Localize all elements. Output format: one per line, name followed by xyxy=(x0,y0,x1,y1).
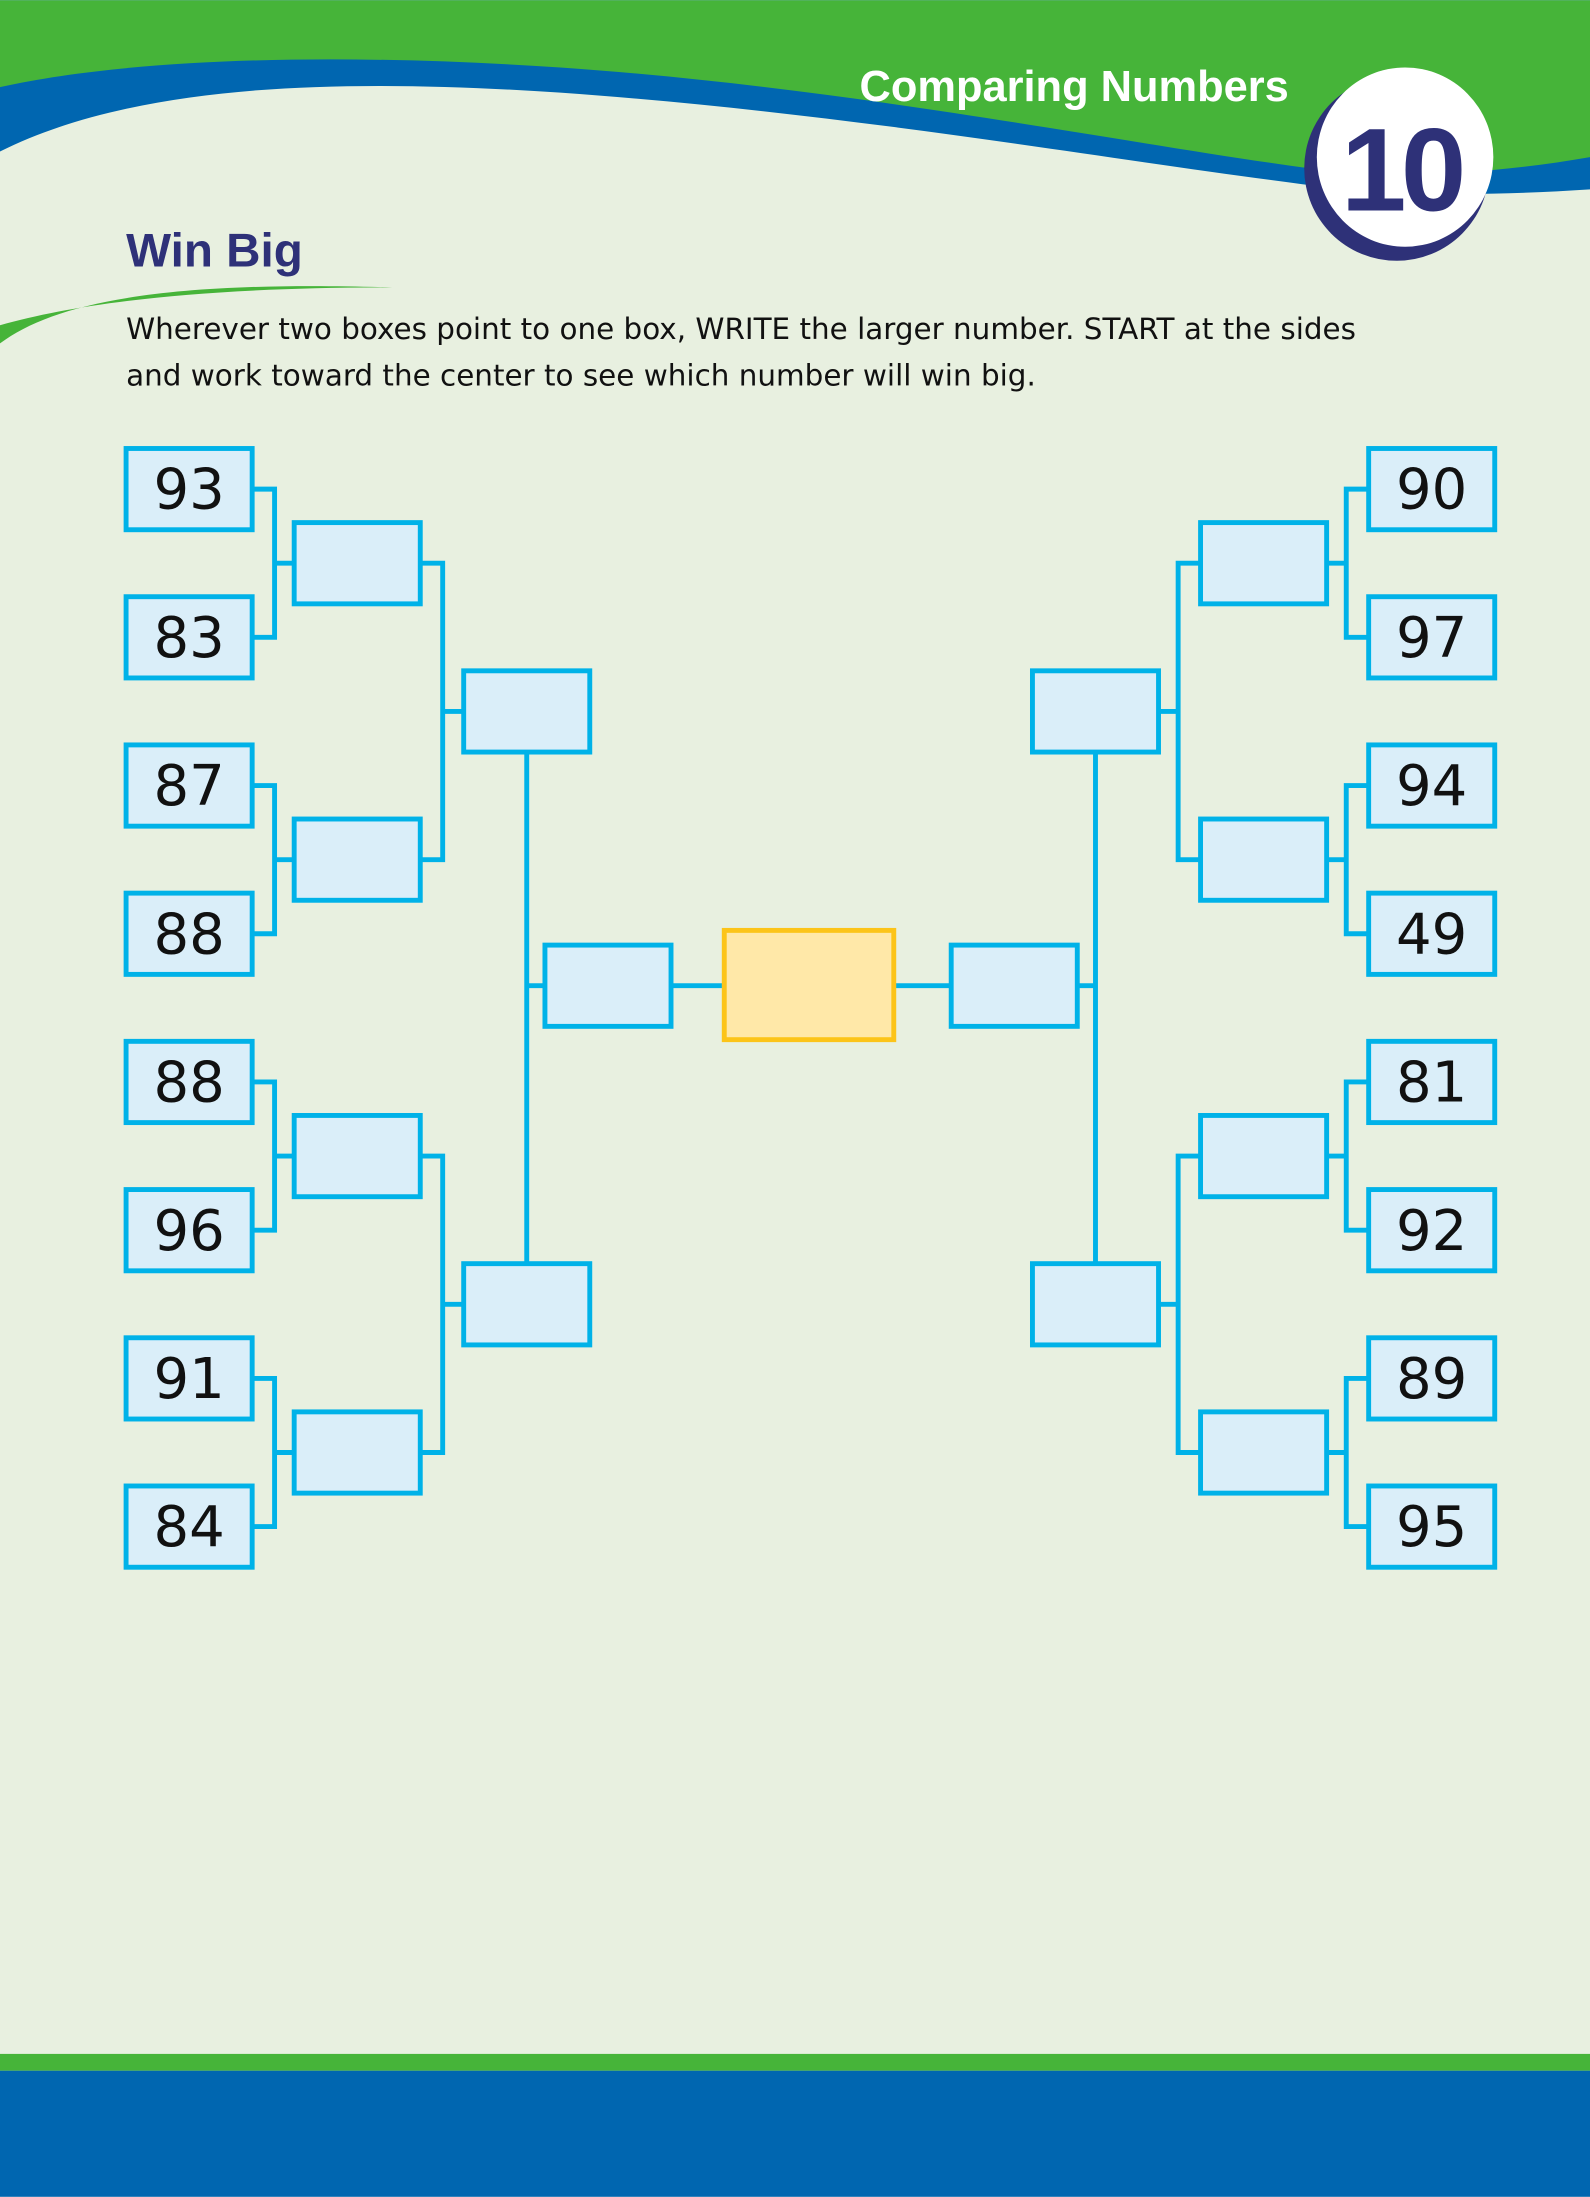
leaf-number: 89 xyxy=(1396,1347,1467,1412)
winner-box[interactable] xyxy=(721,927,897,1043)
leaf-box-right xyxy=(1366,1038,1498,1126)
leaf-box-right xyxy=(1366,1187,1498,1274)
page-number-badge: 10 xyxy=(1304,67,1494,261)
leaf-box-right xyxy=(1366,1335,1498,1422)
leaf-box-right xyxy=(1366,1483,1498,1570)
bracket-connector xyxy=(420,560,464,863)
leaf-box-right xyxy=(1366,742,1498,829)
bracket-connector xyxy=(1326,783,1369,937)
round1-answer-box-left[interactable] xyxy=(291,520,423,607)
leaf-box-left xyxy=(123,742,255,829)
bracket-connector xyxy=(1158,1153,1201,1455)
round2-answer-box-right[interactable] xyxy=(1029,668,1161,755)
leaf-box-left xyxy=(123,1483,255,1570)
round2-answer-box-left[interactable] xyxy=(461,668,593,755)
instructions-line-1: Wherever two boxes point to one box, WRI… xyxy=(126,312,1356,346)
leaf-number: 88 xyxy=(153,1051,224,1116)
section-title: Comparing Numbers xyxy=(860,63,1289,111)
leaf-box-left xyxy=(123,1187,255,1274)
leaf-number: 91 xyxy=(153,1347,224,1412)
semifinal-answer-box-left[interactable] xyxy=(542,942,674,1029)
round1-answer-box-right[interactable] xyxy=(1198,1409,1330,1496)
round1-answer-box-left[interactable] xyxy=(291,1409,423,1496)
tournament-bracket: 93 83 87 88 88 96 91 84 90 97 94 49 81 92 89 95 xyxy=(123,446,1498,1570)
bracket-connector xyxy=(252,783,295,937)
round2-answer-box-left[interactable] xyxy=(461,1261,593,1348)
leaf-number: 88 xyxy=(153,902,224,967)
instructions-line-2: and work toward the center to see which … xyxy=(126,358,1036,392)
leaf-number: 94 xyxy=(1396,754,1467,819)
bracket-connector xyxy=(252,486,295,640)
bracket-connector xyxy=(1326,1079,1369,1233)
leaf-number: 90 xyxy=(1396,458,1467,523)
leaf-number: 84 xyxy=(153,1495,224,1560)
leaf-number: 87 xyxy=(153,754,224,819)
round1-answer-box-right[interactable] xyxy=(1198,816,1330,903)
leaf-box-left xyxy=(123,890,255,977)
leaf-number: 92 xyxy=(1396,1199,1467,1264)
semifinal-answer-box-right[interactable] xyxy=(948,942,1080,1029)
footer-blue-band xyxy=(0,2070,1590,2197)
bracket-connector xyxy=(1326,486,1369,640)
round2-answer-box-right[interactable] xyxy=(1029,1261,1161,1348)
leaf-number: 96 xyxy=(153,1199,224,1264)
bracket-connector xyxy=(252,1375,295,1530)
bracket-connector xyxy=(420,1153,464,1455)
leaf-number: 83 xyxy=(153,606,224,671)
leaf-number: 81 xyxy=(1396,1051,1467,1116)
leaf-box-right xyxy=(1366,446,1498,533)
round1-answer-box-left[interactable] xyxy=(291,1112,423,1200)
green-wave xyxy=(0,0,1590,174)
leaf-number: 93 xyxy=(153,458,224,523)
page-number: 10 xyxy=(1341,103,1462,235)
footer-green-stripe xyxy=(0,2053,1590,2071)
leaf-box-left xyxy=(123,1038,255,1126)
bracket-connector xyxy=(1326,1375,1369,1530)
round1-answer-box-left[interactable] xyxy=(291,816,423,903)
leaf-number: 95 xyxy=(1396,1495,1467,1560)
bracket-connector xyxy=(1158,560,1201,863)
leaf-number: 97 xyxy=(1396,606,1467,671)
round1-answer-box-right[interactable] xyxy=(1198,520,1330,607)
leaf-box-left xyxy=(123,446,255,533)
round1-answer-box-right[interactable] xyxy=(1198,1112,1330,1200)
leaf-box-left xyxy=(123,1335,255,1422)
header-banner: Comparing Numbers 10 xyxy=(0,0,1590,261)
leaf-box-left xyxy=(123,594,255,681)
bracket-connector xyxy=(252,1079,295,1233)
leaf-number: 49 xyxy=(1396,902,1467,967)
activity-title: Win Big xyxy=(126,224,303,277)
